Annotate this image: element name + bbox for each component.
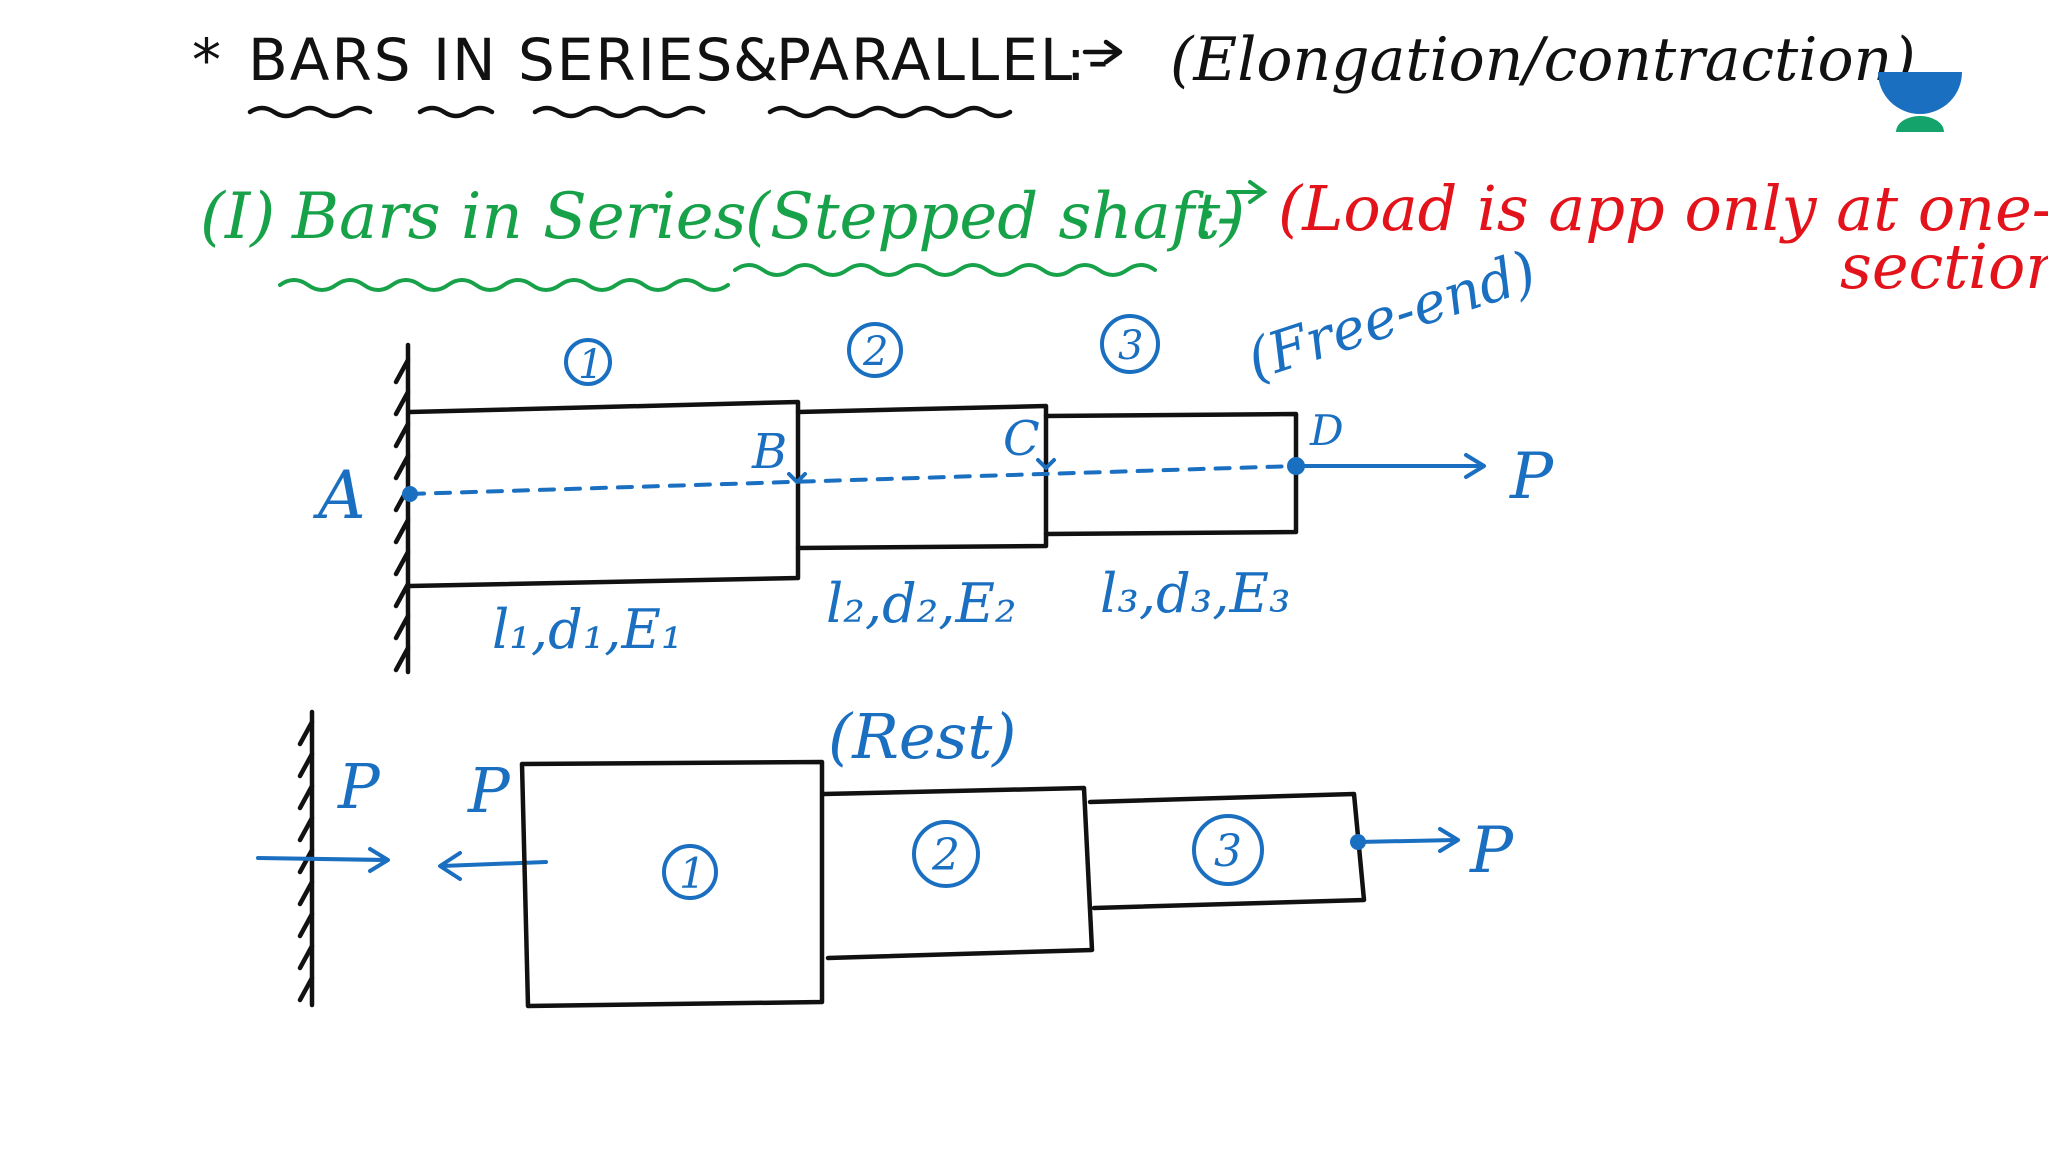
segment-2-props: l₂,d₂,E₂	[826, 572, 1017, 635]
point-c-label: C	[1003, 411, 1040, 467]
title-main: BARS IN SERIES	[248, 26, 734, 94]
segment-3-circle	[1100, 314, 1160, 374]
lower-segment-1-number: 1	[679, 849, 706, 898]
lower-segment-3-number: 3	[1214, 826, 1242, 877]
title-star: *	[192, 26, 223, 94]
section-number: (I)	[200, 180, 275, 254]
segment-1-props: l₁,d₁,E₁	[492, 598, 683, 661]
bar-segment-2	[795, 403, 1049, 551]
section-underline-1	[278, 278, 730, 292]
title-paren: (Elongation/contraction)	[1170, 25, 1916, 95]
lower-segment-1-circle	[662, 844, 718, 900]
title-amp: &	[733, 26, 780, 94]
bar-axis	[408, 464, 1298, 496]
title-underline-parallel	[767, 105, 1013, 119]
logo-bowl-icon	[1878, 72, 1962, 114]
junction-ticks	[787, 458, 1056, 484]
bar-reaction-arrow-icon	[438, 851, 548, 881]
lower-segment-2-circle	[912, 820, 980, 888]
title-parallel: PARALLEL	[776, 26, 1074, 94]
section-arrow-icon	[1226, 180, 1268, 204]
bar-segment-3	[1043, 411, 1299, 537]
segment-3-number: 3	[1118, 323, 1143, 369]
lower-load-arrow-icon	[1356, 827, 1460, 853]
section-paren: (Stepped shaft)	[745, 180, 1245, 254]
segment-3-props: l₃,d₃,E₃	[1100, 562, 1291, 625]
lower-diagram: P P (Rest) 1 2 3 P	[256, 700, 1514, 1009]
lower-bar-segment-1	[519, 759, 825, 1009]
note-line2: section)	[1840, 230, 2048, 303]
title-separator: :-	[1066, 26, 1110, 94]
point-a-marker	[402, 486, 418, 502]
title-arrow-icon	[1082, 39, 1123, 65]
title-underline-series	[532, 105, 706, 119]
bar-reaction-label: P	[467, 754, 511, 827]
logo-base-icon	[1896, 116, 1944, 132]
lower-load-label: P	[1469, 814, 1514, 888]
title-underline-bars	[247, 105, 373, 119]
bar-segment-1	[407, 399, 801, 589]
point-a-label: A	[312, 457, 366, 534]
section-heading: (I) Bars in Series (Stepped shaft) :-	[200, 180, 1268, 292]
lower-bar-segment-2	[821, 785, 1095, 961]
title-underline-in	[417, 105, 495, 119]
section-underline-2	[733, 263, 1157, 277]
brand-logo	[1878, 72, 1962, 132]
point-d-label: D	[1309, 406, 1344, 455]
lower-segment-3-circle	[1192, 814, 1264, 886]
load-note: (Load is app only at one- section)	[1278, 172, 2048, 303]
upper-diagram: P A B C D 1 2 3 (Free-end) l₁,d₁,E₁ l₂,d…	[312, 239, 1554, 675]
section-label: Bars in Series	[291, 180, 747, 254]
point-b-label: B	[751, 424, 787, 480]
load-arrow-icon	[1294, 453, 1486, 479]
segment-1-number: 1	[578, 342, 603, 388]
note-line1: (Load is app only at one-	[1278, 172, 2048, 245]
wall-reaction-label: P	[337, 750, 381, 823]
wall-hatching-lower	[297, 719, 315, 1003]
free-end-label: (Free-end)	[1239, 239, 1544, 393]
upper-load-label: P	[1509, 440, 1554, 514]
segment-1-circle	[564, 338, 612, 386]
segment-2-number: 2	[862, 329, 888, 375]
title: * BARS IN SERIES & PARALLEL :- (Elongati…	[192, 25, 1916, 119]
wall-hatching-upper	[393, 357, 411, 673]
wall-reaction-arrow-icon	[256, 847, 390, 873]
rest-label: (Rest)	[828, 700, 1016, 773]
segment-2-circle	[847, 322, 903, 378]
lower-segment-2-number: 2	[931, 830, 960, 881]
